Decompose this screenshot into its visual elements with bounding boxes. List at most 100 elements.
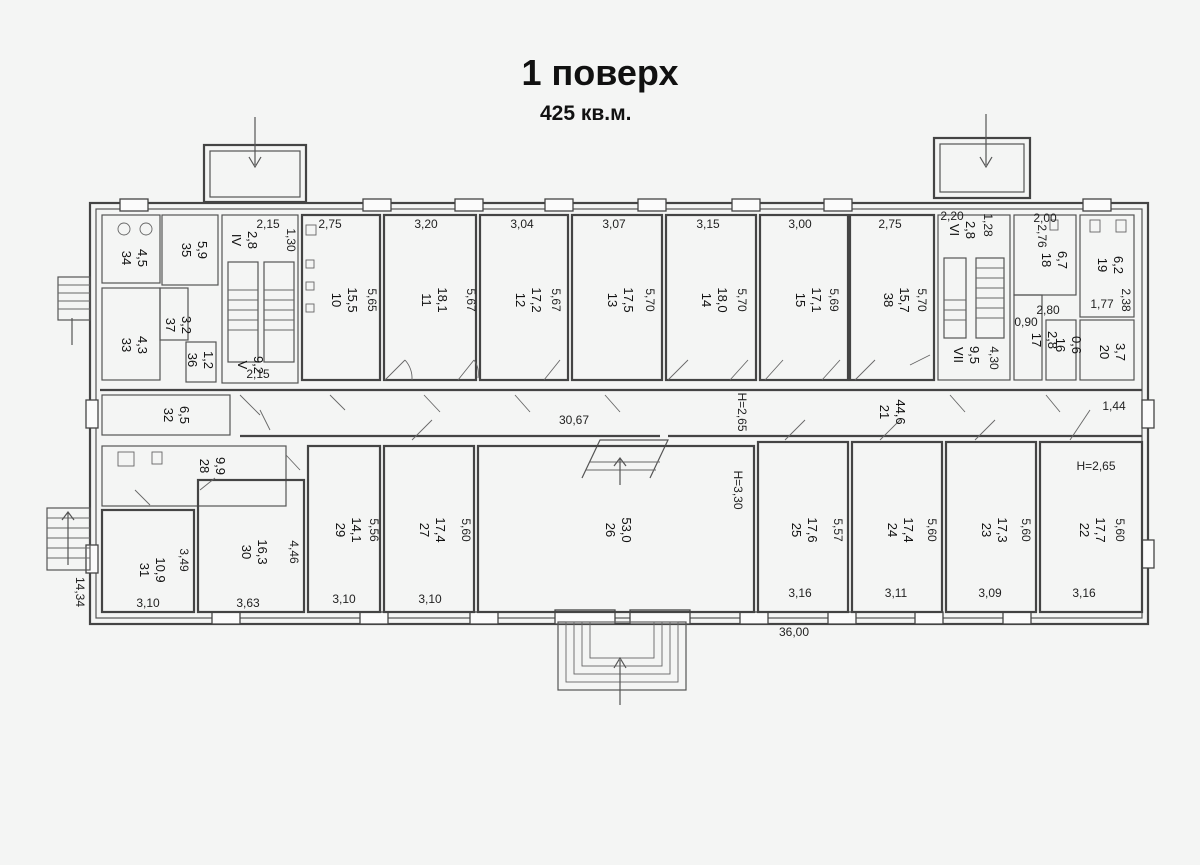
- room-number: 18: [1039, 253, 1054, 267]
- room-area: 3,2: [179, 316, 194, 334]
- dimension-label: 30,67: [559, 413, 589, 427]
- side-stair-left-bottom: [46, 507, 91, 571]
- room-height: 5,70: [643, 288, 657, 312]
- dimension-label: 14,34: [73, 577, 87, 607]
- room-height: 5,67: [464, 288, 478, 312]
- room-number: 16: [1053, 338, 1068, 352]
- room-area: 44,6: [893, 399, 908, 424]
- side-stair-left-top: [57, 276, 91, 345]
- room-area: 9,2: [251, 356, 266, 374]
- room-width: 3,15: [696, 217, 720, 231]
- room-number: V: [235, 361, 250, 370]
- room-height: 5,60: [1113, 518, 1127, 542]
- room-number: 38: [881, 293, 896, 307]
- dimension-label: H=2,65: [1076, 459, 1115, 473]
- room-area: 17,1: [809, 287, 824, 312]
- room-width: 3,11: [885, 586, 908, 600]
- room-number: 37: [163, 318, 178, 332]
- room-height: 5,70: [735, 288, 749, 312]
- room-number: 10: [329, 293, 344, 307]
- room-area: 3,7: [1113, 343, 1128, 361]
- room-width: 3,04: [510, 217, 534, 231]
- room-number: 31: [137, 563, 152, 577]
- dimension-label: 2,15: [256, 217, 280, 231]
- room-number: 11: [419, 293, 434, 307]
- room-number: IV: [229, 234, 244, 247]
- room-width: 3,20: [414, 217, 438, 231]
- room-area: 17,5: [621, 287, 636, 312]
- dimension-label: H=2,65: [735, 392, 749, 431]
- room-number: 25: [789, 523, 804, 537]
- room-area: 18,1: [435, 287, 450, 312]
- room-area: 4,5: [135, 249, 150, 267]
- dimension-label: 1,44: [1102, 399, 1126, 413]
- room-width: 3,16: [1072, 586, 1096, 600]
- room-area: 15,5: [345, 287, 360, 312]
- floor-area: 425 кв.м.: [540, 102, 632, 125]
- room-width: 3,10: [332, 592, 356, 606]
- room-width: 3,10: [418, 592, 442, 606]
- room-area: 16,3: [255, 539, 270, 564]
- room-area: 5,9: [195, 241, 210, 259]
- room-number: 24: [885, 523, 900, 537]
- room-area: 15,7: [897, 287, 912, 312]
- room-number: 26: [603, 523, 618, 537]
- room-area: 6,5: [177, 406, 192, 424]
- room-height: 5,60: [925, 518, 939, 542]
- room-number: 35: [179, 243, 194, 257]
- top-windows: [119, 198, 1112, 212]
- room-height: 5,65: [365, 288, 379, 312]
- room-number: 13: [605, 293, 620, 307]
- room-area: 6,2: [1111, 256, 1126, 274]
- room-area: 10,9: [153, 557, 168, 582]
- dimension-label: 2,00: [1033, 211, 1057, 225]
- room-number: VI: [947, 224, 962, 236]
- room-area: 18,0: [715, 287, 730, 312]
- room-height: 5,60: [1019, 518, 1033, 542]
- room-area: 2,8: [1045, 331, 1060, 349]
- dimension-label: 2,20: [940, 209, 964, 223]
- room-number: 33: [119, 338, 134, 352]
- room-height: 3,49: [177, 548, 191, 572]
- dimension-label: 2,15: [246, 367, 270, 381]
- room-width: 3,16: [788, 586, 812, 600]
- room-area: 1,2: [201, 351, 216, 369]
- bottom-rooms: [100, 440, 1144, 614]
- room-height: 5,70: [915, 288, 929, 312]
- room-width: 2,75: [878, 217, 902, 231]
- room-area: 9,5: [967, 346, 982, 364]
- dimension-label: 1,77: [1090, 297, 1114, 311]
- dimension-label: 2,76: [1035, 224, 1049, 248]
- room-height: 4,46: [287, 540, 301, 564]
- top-rooms: [101, 213, 1135, 384]
- room-number: 23: [979, 523, 994, 537]
- room-height: 5,67: [549, 288, 563, 312]
- room-width: 3,10: [136, 596, 160, 610]
- corridor: [100, 388, 1142, 485]
- outer-wall: [88, 201, 1150, 626]
- dimension-label: 36,00: [779, 625, 809, 639]
- room-height: 5,69: [827, 288, 841, 312]
- room-number: 36: [185, 353, 200, 367]
- room-area: 17,2: [529, 287, 544, 312]
- room-area: 17,4: [901, 517, 916, 542]
- room-area: 53,0: [619, 517, 634, 542]
- room-number: 34: [119, 251, 134, 265]
- dimension-label: 2,80: [1036, 303, 1060, 317]
- room-area: 14,1: [349, 517, 364, 542]
- room-number: 27: [417, 523, 432, 537]
- bottom-windows: [211, 609, 1032, 625]
- room-area: 9,9: [213, 457, 228, 475]
- room-number: 12: [513, 293, 528, 307]
- room-number: 21: [877, 405, 892, 419]
- room-area: 2,8: [245, 231, 260, 249]
- fixtures: [117, 219, 1127, 467]
- room-number: 17: [1029, 333, 1044, 347]
- floor-title: 1 поверх: [521, 52, 679, 93]
- stairs-core: [228, 267, 1004, 331]
- room-width: 2,75: [318, 217, 342, 231]
- room-area: 6,7: [1055, 251, 1070, 269]
- dimension-label: 4,30: [987, 346, 1001, 370]
- room-number: 32: [161, 408, 176, 422]
